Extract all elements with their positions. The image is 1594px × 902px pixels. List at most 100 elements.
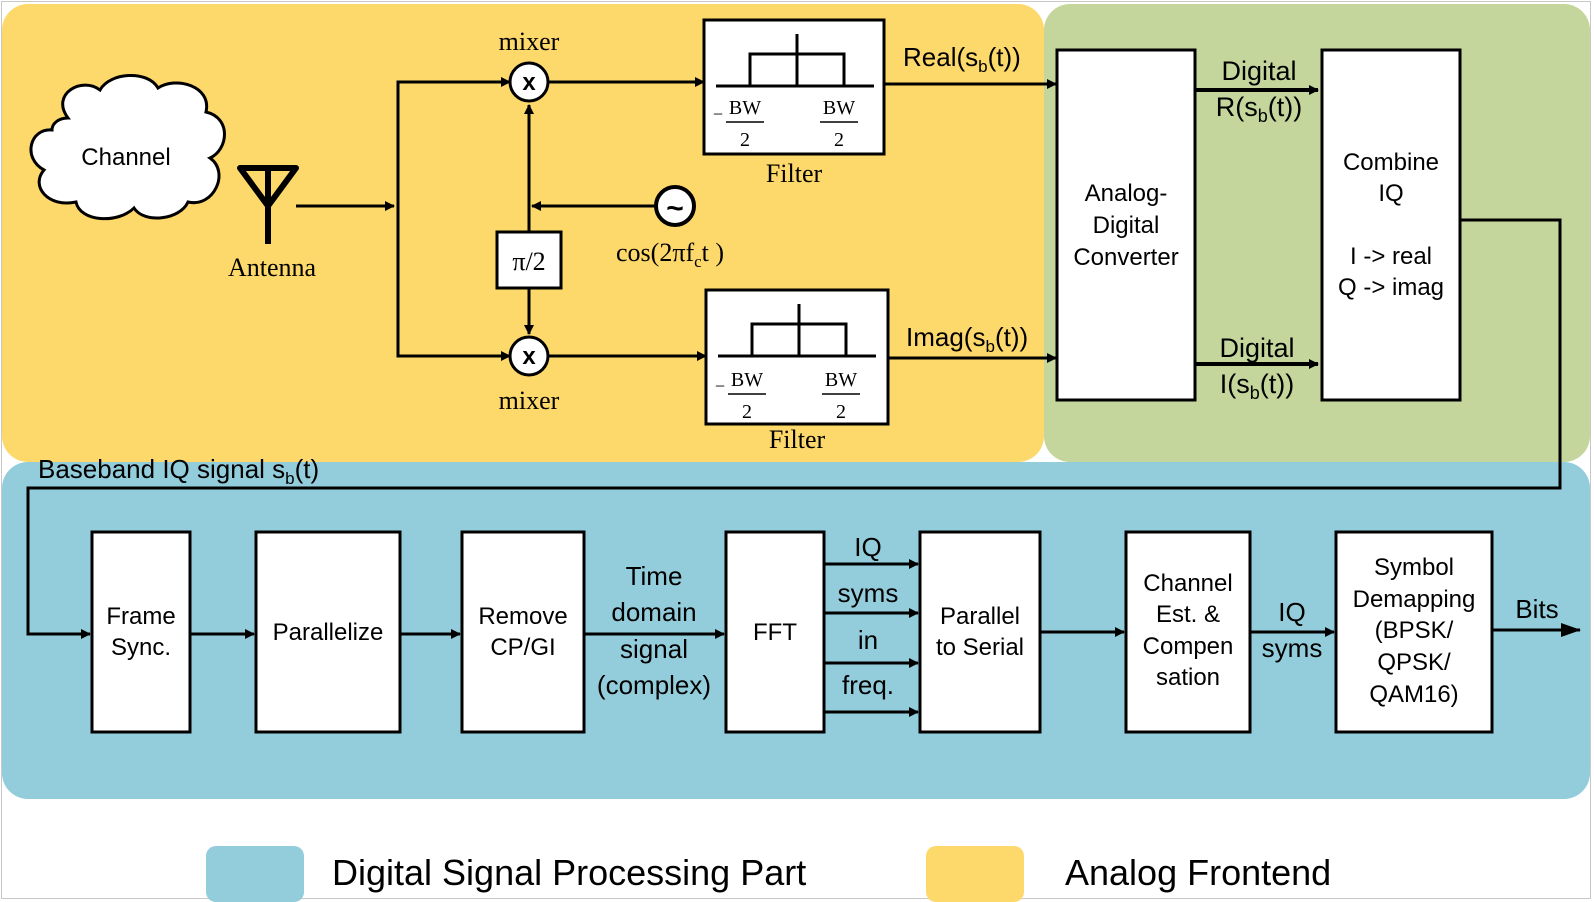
filter-top-response-icon — [716, 34, 874, 88]
baseband-wire — [26, 218, 1562, 639]
imag-out-sub: b — [985, 337, 994, 356]
legend-swatch-analog — [926, 846, 1024, 902]
mixer-top-symbol: x — [522, 69, 536, 96]
filter-top-left-num: BW — [729, 97, 761, 119]
demap-line-2: Demapping — [1353, 586, 1476, 613]
digital-r-sub: b — [1258, 106, 1268, 126]
combine-line-2: IQ — [1378, 180, 1403, 207]
filter-bottom-left-den: 2 — [742, 401, 752, 423]
digital-r-suffix: (t)) — [1268, 92, 1302, 122]
mixer-top: x mixer — [499, 27, 560, 103]
cloud-icon — [29, 74, 226, 221]
mixer-bottom-symbol: x — [522, 343, 536, 370]
parallelize-block: Parallelize — [254, 530, 402, 734]
filter-bottom-right-num: BW — [825, 369, 857, 391]
digital-i-suffix: (t)) — [1260, 369, 1294, 399]
freq-label-3: in — [858, 625, 878, 655]
digital-r-line-2: R(sb(t)) — [1216, 92, 1303, 126]
frame-sync-line-1: Frame — [106, 603, 175, 630]
time-domain-line-3: signal — [620, 634, 688, 664]
chanest-line-3: Compen — [1143, 633, 1234, 660]
fft-box — [724, 530, 826, 734]
oscillator: ~ cos(2πfct ) — [616, 185, 724, 271]
filter-bottom-left-minus: − — [715, 376, 725, 396]
adc-line-1: Analog- — [1085, 180, 1168, 207]
imag-out-label: Imag(sb(t)) — [906, 322, 1028, 356]
phase-shifter: π/2 — [495, 230, 563, 290]
remove-cp-line-1: Remove — [478, 603, 567, 630]
time-domain-line-2: domain — [611, 597, 696, 627]
antenna-icon — [237, 165, 299, 244]
demap-line-1: Symbol — [1374, 554, 1454, 581]
adc-line-3: Converter — [1073, 244, 1178, 271]
combine-line-3: I -> real — [1350, 243, 1432, 270]
imag-out-prefix: Imag(s — [906, 322, 985, 352]
parallel-to-serial-box — [918, 530, 1042, 734]
channel-est-box — [1124, 530, 1252, 734]
parallel-to-serial-block: Parallel to Serial — [918, 530, 1042, 734]
fft-block: FFT — [724, 530, 826, 734]
baseband-label: Baseband IQ signal sb(t) — [38, 454, 319, 488]
remove-cp-block: Remove CP/GI — [460, 530, 586, 734]
chanest-line-2: Est. & — [1156, 601, 1220, 628]
filter-top-label: Filter — [766, 159, 823, 188]
frame-sync-block: Frame Sync. — [90, 530, 192, 734]
digital-i-sub: b — [1250, 383, 1260, 403]
remove-cp-line-2: CP/GI — [490, 634, 555, 661]
demap-line-3: (BPSK/ — [1375, 617, 1454, 644]
filter-top-right-den: 2 — [834, 129, 844, 151]
iq-syms-line-1: IQ — [1278, 597, 1305, 627]
real-out-prefix: Real(s — [903, 42, 978, 72]
adc-line-2: Digital — [1093, 212, 1160, 239]
iq-syms-line-2: syms — [1262, 633, 1323, 663]
digital-r-line-1: Digital — [1221, 56, 1296, 86]
frame-sync-box — [90, 530, 192, 734]
freq-label-1: IQ — [854, 532, 881, 562]
digital-i-line-2: I(sb(t)) — [1220, 369, 1295, 403]
fft-label: FFT — [753, 619, 797, 646]
mixer-bottom: x mixer — [499, 335, 560, 415]
bits-label: Bits — [1515, 594, 1558, 624]
filter-bottom-right-den: 2 — [836, 401, 846, 423]
baseband-sub: b — [285, 469, 294, 488]
osc-label-prefix: cos(2πf — [616, 238, 694, 267]
channel-cloud: Channel — [29, 74, 226, 221]
baseband-prefix: Baseband IQ signal s — [38, 454, 285, 484]
real-out-suffix: (t)) — [988, 42, 1021, 72]
filter-top: − BW 2 BW 2 Filter — [702, 18, 886, 188]
mixer-bottom-label: mixer — [499, 386, 560, 415]
osc-label-suffix: t ) — [702, 238, 724, 267]
oscillator-icon: ~ — [666, 192, 684, 225]
demap-line-5: QAM16) — [1369, 681, 1458, 708]
time-domain-line-1: Time — [626, 561, 683, 591]
antenna-label: Antenna — [228, 253, 317, 282]
chanest-line-4: sation — [1156, 664, 1220, 691]
filter-bottom-response-icon — [718, 304, 876, 358]
real-out-label: Real(sb(t)) — [903, 42, 1021, 76]
filter-top-right-num: BW — [823, 97, 855, 119]
demap-line-4: QPSK/ — [1377, 649, 1451, 676]
filter-top-left-minus: − — [713, 104, 723, 124]
osc-label-sub: c — [694, 252, 702, 271]
demapping-block: Symbol Demapping (BPSK/ QPSK/ QAM16) — [1334, 530, 1494, 734]
parallelize-label: Parallelize — [273, 619, 384, 646]
digital-i-line-1: Digital — [1219, 333, 1294, 363]
adc-block: Analog- Digital Converter — [1055, 48, 1197, 402]
legend-label-analog: Analog Frontend — [1065, 852, 1331, 893]
adc-box — [1055, 48, 1197, 402]
legend-swatch-digital — [206, 846, 304, 902]
channel-label: Channel — [81, 144, 170, 171]
time-domain-line-4: (complex) — [597, 670, 711, 700]
filter-bottom-left-num: BW — [731, 369, 763, 391]
remove-cp-box — [460, 530, 586, 734]
filter-bottom: − BW 2 BW 2 Filter — [704, 288, 890, 454]
combine-line-4: Q -> imag — [1338, 274, 1444, 301]
combine-iq-block: Combine IQ I -> real Q -> imag — [1320, 48, 1462, 402]
p2s-line-2: to Serial — [936, 634, 1024, 661]
combine-iq-box — [1320, 48, 1462, 402]
p2s-line-1: Parallel — [940, 603, 1020, 630]
real-out-sub: b — [978, 57, 987, 76]
baseband-suffix: (t) — [295, 454, 320, 484]
